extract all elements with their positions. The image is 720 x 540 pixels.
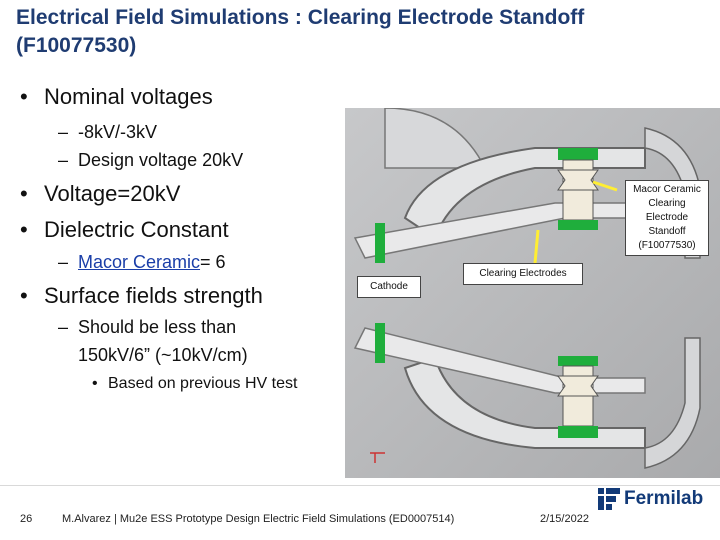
sub-bullet-macor: –Macor Ceramic= 6 [58,252,226,272]
standoff-callout-line4: Standoff [648,226,686,237]
cathode-green-bottom [375,323,385,363]
bullet-surface-text: Surface fields strength [44,283,263,308]
footer-divider [0,485,720,486]
sub-sub-bullet-hv-text: Based on previous HV test [108,375,298,392]
sub-bullet-less-than: –Should be less than [58,317,237,337]
footer-citation: M.Alvarez | Mu2e ESS Prototype Design El… [62,513,455,525]
bullet-nominal-text: Nominal voltages [44,84,213,109]
sub-bullet-kv-text: -8kV/-3kV [78,122,158,142]
fermilab-logo: Fermilab [598,488,703,510]
simulation-drawing [345,108,720,478]
clearing-electrodes-callout: Clearing Electrodes [463,263,583,285]
bullet-surface-fields: •Surface fields strength [20,283,263,308]
cathode-callout: Cathode [357,276,421,298]
sub-bullet-less-than-line2: 150kV/6” (~10kV/cm) [78,345,248,365]
cathode-green-top [375,223,385,263]
sub-bullet-design-voltage-text: Design voltage 20kV [78,150,244,170]
macor-ceramic-link[interactable]: Macor Ceramic [78,252,201,272]
page-number: 26 [20,513,33,525]
standoff-callout-line2: Clearing [648,198,686,209]
standoff-callout-line3: Electrode [645,212,689,223]
macor-value: = 6 [200,252,226,272]
footer-date: 2/15/2022 [540,513,589,525]
sub-bullet-less-than-line1: Should be less than [78,317,237,337]
bullet-dielectric: •Dielectric Constant [20,217,229,242]
fermilab-mark-icon [598,488,620,510]
simulation-image: Macor Ceramic Clearing Electrode Standof… [345,108,720,478]
sub-bullet-design-voltage: –Design voltage 20kV [58,150,244,170]
standoff-callout-line5: (F10077530) [638,240,696,251]
sub-sub-bullet-hv-test: •Based on previous HV test [92,375,298,392]
bullet-nominal-voltages: •Nominal voltages [20,84,213,109]
bullet-voltage: •Voltage=20kV [20,181,181,206]
standoff-callout: Macor Ceramic Clearing Electrode Standof… [625,180,709,256]
bullet-voltage-text: Voltage=20kV [44,181,181,206]
sub-bullet-kv: –-8kV/-3kV [58,122,158,142]
bullet-dielectric-text: Dielectric Constant [44,217,229,242]
fermilab-logo-text: Fermilab [624,488,704,509]
standoff-callout-line1: Macor Ceramic [633,184,701,195]
slide-title: Electrical Field Simulations : Clearing … [16,6,585,57]
